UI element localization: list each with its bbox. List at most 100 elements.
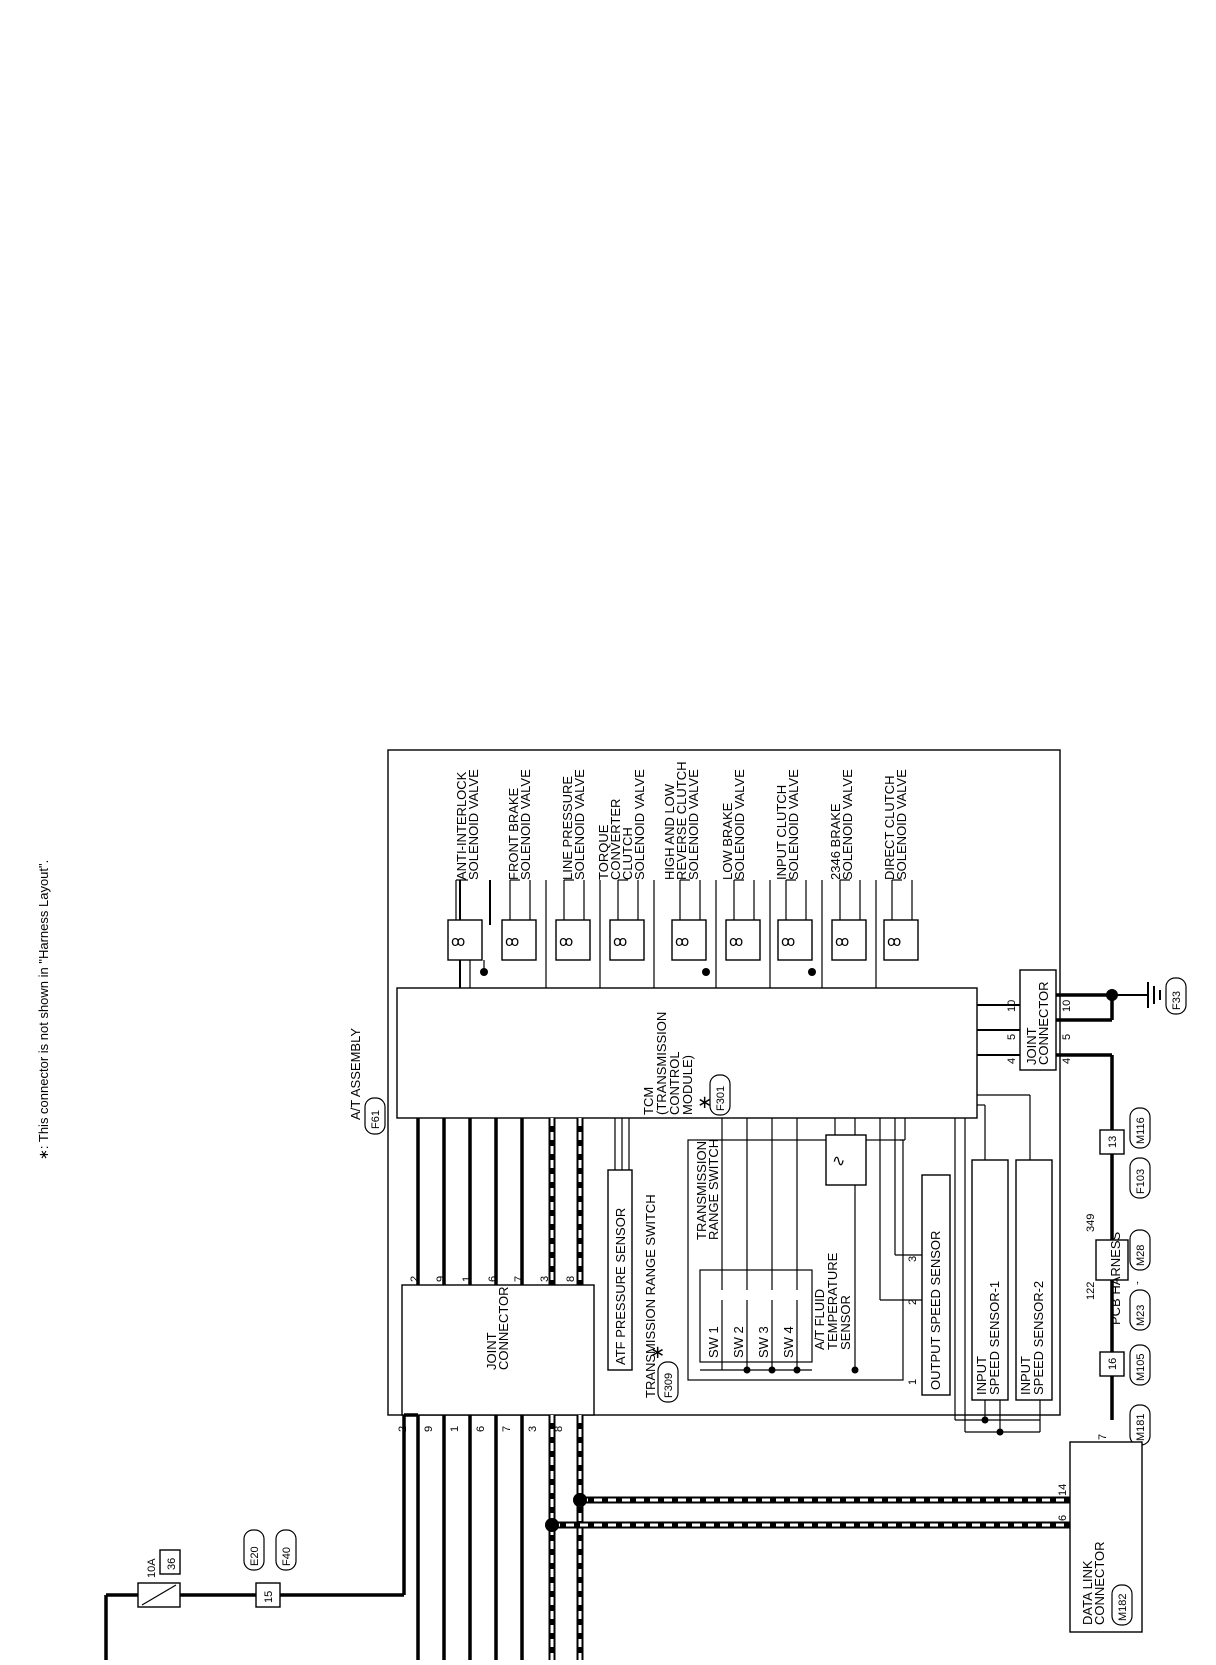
- svg-text:E20: E20: [249, 1546, 261, 1566]
- solenoid-labels: ANTI-INTERLOCK SOLENOID VALVE FRONT BRAK…: [454, 762, 909, 880]
- svg-text:SOLENOID VALVE: SOLENOID VALVE: [840, 769, 855, 880]
- svg-text:ꝏ: ꝏ: [559, 933, 573, 949]
- svg-text:SOLENOID VALVE: SOLENOID VALVE: [786, 769, 801, 880]
- svg-text:CONNECTOR: CONNECTOR: [496, 1286, 511, 1370]
- svg-text:HIGH AND LOW: HIGH AND LOW: [662, 783, 677, 880]
- svg-text:SW 4: SW 4: [781, 1326, 796, 1358]
- svg-text:F103: F103: [1135, 1169, 1147, 1194]
- svg-text:F309: F309: [663, 1373, 675, 1398]
- solenoid-valves: [447, 879, 919, 988]
- svg-text:4: 4: [1006, 1058, 1018, 1064]
- svg-text:OUTPUT SPEED SENSOR: OUTPUT SPEED SENSOR: [928, 1231, 943, 1390]
- input-speed-sensor-2: INPUT SPEED SENSOR-2: [1015, 1159, 1053, 1401]
- svg-text:SOLENOID VALVE: SOLENOID VALVE: [518, 769, 533, 880]
- svg-text:F61: F61: [370, 1110, 382, 1129]
- svg-text:2346 BRAKE: 2346 BRAKE: [828, 803, 843, 880]
- solenoid-coils: ꝏ ꝏ ꝏ ꝏ ꝏ ꝏ ꝏ ꝏ ꝏ: [451, 933, 901, 949]
- svg-text:ATF PRESSURE SENSOR: ATF PRESSURE SENSOR: [613, 1208, 628, 1365]
- svg-text:∗: ∗: [650, 1342, 665, 1362]
- svg-text:∿: ∿: [832, 1153, 845, 1170]
- svg-text:CONNECTOR: CONNECTOR: [1092, 1541, 1107, 1625]
- svg-text:9: 9: [423, 1426, 435, 1432]
- svg-text:INPUT CLUTCH: INPUT CLUTCH: [774, 785, 789, 880]
- svg-text:16: 16: [1107, 1358, 1119, 1370]
- svg-text:10: 10: [1061, 1000, 1073, 1012]
- svg-text:ꝏ: ꝏ: [451, 933, 465, 949]
- svg-text:CONTROL: CONTROL: [667, 1051, 682, 1115]
- svg-text:M23: M23: [1135, 1305, 1147, 1326]
- svg-text:M28: M28: [1135, 1245, 1147, 1266]
- svg-text:122: 122: [1085, 1282, 1097, 1300]
- svg-text:REVERSE CLUTCH: REVERSE CLUTCH: [674, 762, 689, 880]
- range-switch-frame: TRANSMISSION RANGE SWITCH SW 1 SW 2 SW 3…: [687, 1118, 904, 1381]
- svg-text:PCB HARNESS: PCB HARNESS: [1108, 1231, 1123, 1325]
- fluid-temp-sensor: ∿ A/T FLUID TEMPERATURE SENSOR: [812, 1118, 867, 1374]
- svg-text:6: 6: [487, 1276, 499, 1282]
- svg-text:9: 9: [435, 1276, 447, 1282]
- svg-text:ꝏ: ꝏ: [887, 933, 901, 949]
- svg-text:SOLENOID VALVE: SOLENOID VALVE: [572, 769, 587, 880]
- svg-text:SPEED SENSOR-2: SPEED SENSOR-2: [1031, 1281, 1046, 1395]
- svg-text:ꝏ: ꝏ: [781, 933, 795, 949]
- svg-text:ꝏ: ꝏ: [675, 933, 689, 949]
- ground-f33: F33: [1056, 977, 1187, 1022]
- power-feed: 10A 36 15 E20 F40: [104, 1413, 418, 1660]
- svg-text:7: 7: [501, 1426, 513, 1432]
- svg-text:36: 36: [166, 1558, 178, 1570]
- f301-connector-badge: F301: [709, 1074, 731, 1116]
- svg-text:6: 6: [1057, 1515, 1069, 1521]
- data-link-harness: 13 M116 F103 349 122 PCB HARNESS M28 , M…: [1056, 1053, 1151, 1446]
- svg-text:15: 15: [263, 1591, 275, 1603]
- svg-text:SOLENOID VALVE: SOLENOID VALVE: [894, 769, 909, 880]
- svg-text:TEMPERATURE: TEMPERATURE: [825, 1252, 840, 1350]
- svg-text:M182: M182: [1117, 1593, 1129, 1621]
- svg-text:M105: M105: [1135, 1353, 1147, 1381]
- joint-connector-left: JOINT CONNECTOR 2 9 1 6 7 3 8 2 9 1 6 7 …: [397, 1276, 595, 1432]
- svg-text:MODULE): MODULE): [680, 1055, 695, 1115]
- input-speed-sensor-1: INPUT SPEED SENSOR-1: [971, 1159, 1009, 1401]
- svg-text:TCM: TCM: [641, 1087, 656, 1115]
- svg-text:CLUTCH: CLUTCH: [620, 827, 635, 880]
- tcm-star: ∗: [697, 1092, 712, 1112]
- svg-text:8: 8: [565, 1276, 577, 1282]
- svg-text:1: 1: [461, 1276, 473, 1282]
- svg-text:(TRANSMISSION: (TRANSMISSION: [654, 1012, 669, 1115]
- at-assembly-frame: [387, 749, 1061, 1416]
- svg-text:2: 2: [907, 1299, 919, 1305]
- svg-text:LINE PRESSURE: LINE PRESSURE: [560, 776, 575, 880]
- svg-text:TRANSMISSION RANGE SWITCH: TRANSMISSION RANGE SWITCH: [643, 1194, 658, 1398]
- tcm-to-joint-wires: [416, 1118, 1070, 1660]
- svg-text:F301: F301: [715, 1086, 727, 1111]
- svg-text:SOLENOID VALVE: SOLENOID VALVE: [686, 769, 701, 880]
- svg-text:JOINT: JOINT: [1024, 1027, 1039, 1065]
- svg-text:SOLENOID VALVE: SOLENOID VALVE: [732, 769, 747, 880]
- svg-text:FRONT BRAKE: FRONT BRAKE: [506, 787, 521, 880]
- svg-text:CONNECTOR: CONNECTOR: [1036, 981, 1051, 1065]
- svg-text:TORQUE: TORQUE: [596, 824, 611, 880]
- svg-text:5: 5: [1006, 1034, 1018, 1040]
- svg-text:5: 5: [1061, 1034, 1073, 1040]
- svg-text:ꝏ: ꝏ: [729, 933, 743, 949]
- svg-text:13: 13: [1107, 1136, 1119, 1148]
- svg-text:ꝏ: ꝏ: [505, 933, 519, 949]
- svg-text:A/T FLUID: A/T FLUID: [812, 1289, 827, 1350]
- svg-text:INPUT: INPUT: [974, 1356, 989, 1395]
- output-speed-sensor: OUTPUT SPEED SENSOR 1 2 3: [879, 1118, 951, 1396]
- svg-text:F40: F40: [281, 1547, 293, 1566]
- svg-text:SW 3: SW 3: [756, 1326, 771, 1358]
- svg-text:3: 3: [527, 1426, 539, 1432]
- data-link-connector: DATA LINK CONNECTOR M182 7 14 6: [1057, 1434, 1143, 1633]
- svg-text:7: 7: [513, 1276, 525, 1282]
- svg-text:RANGE SWITCH: RANGE SWITCH: [706, 1139, 721, 1240]
- svg-text:1: 1: [907, 1379, 919, 1385]
- atf-pressure-sensor: ATF PRESSURE SENSOR: [607, 1118, 633, 1371]
- svg-text:349: 349: [1085, 1214, 1097, 1232]
- f61-connector-badge: F61: [364, 1097, 386, 1135]
- svg-text:DIRECT CLUTCH: DIRECT CLUTCH: [882, 776, 897, 881]
- svg-text:14: 14: [1057, 1484, 1069, 1496]
- svg-text:ꝏ: ꝏ: [613, 933, 627, 949]
- tcm-label: TCM (TRANSMISSION CONTROL MODULE): [641, 1012, 695, 1115]
- svg-text:TRANSMISSION: TRANSMISSION: [694, 1141, 709, 1240]
- at-assembly-title: A/T ASSEMBLY: [348, 1028, 363, 1120]
